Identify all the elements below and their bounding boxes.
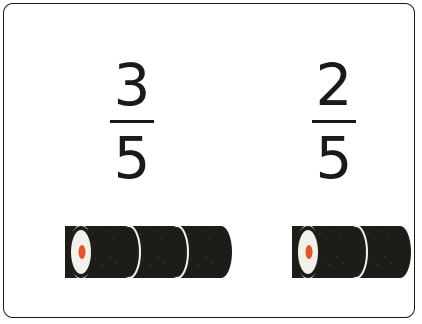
denominator: 5 [97, 129, 167, 187]
sushi-rolls-picture [59, 224, 235, 280]
sushi-roll-face [68, 226, 94, 278]
denominator: 5 [299, 129, 369, 187]
fraction-bar [312, 120, 356, 123]
fraction-two-fifths: 2 5 [299, 56, 369, 187]
fraction-bar [110, 120, 154, 123]
sushi-rolls-group [59, 224, 235, 280]
fraction-card: 3 5 2 5 [3, 3, 415, 318]
numerator: 3 [97, 56, 167, 114]
sushi-rolls-picture [286, 224, 414, 280]
sushi-roll-face [295, 226, 321, 278]
fraction-three-fifths: 3 5 [97, 56, 167, 187]
numerator: 2 [299, 56, 369, 114]
sushi-rolls-group [286, 224, 414, 280]
